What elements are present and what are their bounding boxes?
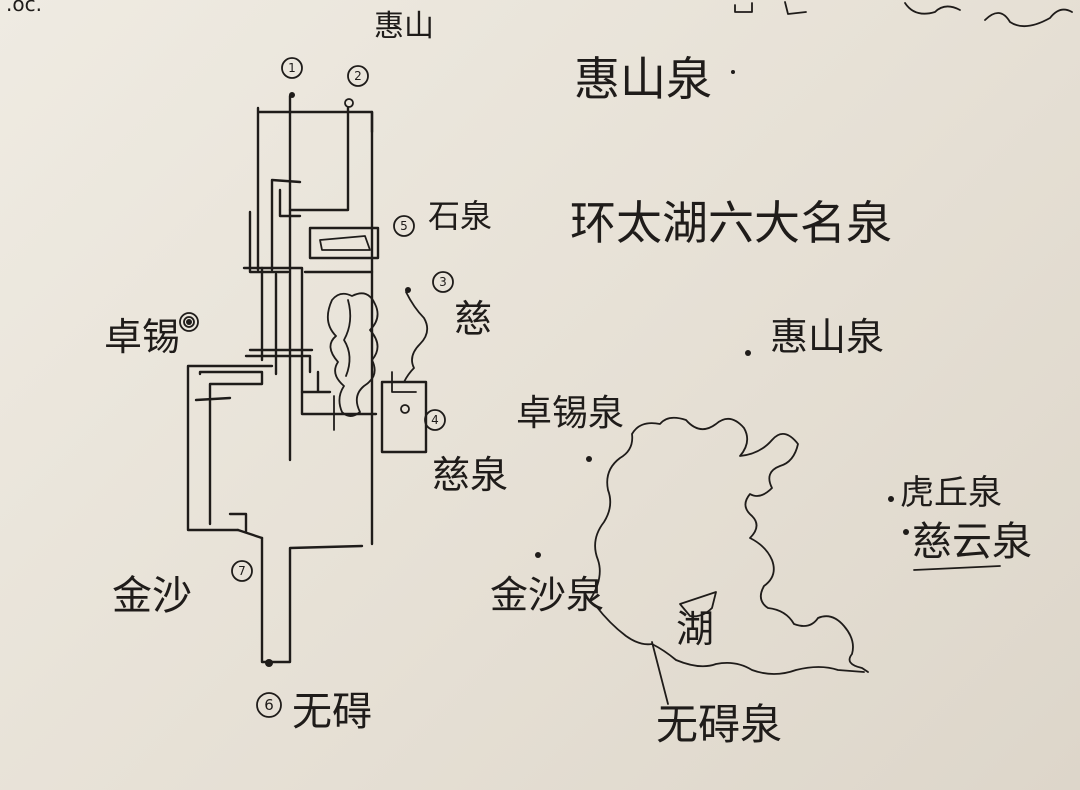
label-huishan: 惠山 <box>374 9 434 44</box>
page-title: 惠山泉 <box>574 52 712 106</box>
marker-1-circle <box>281 57 303 79</box>
marker-5-circle <box>393 215 415 237</box>
spring-label-huqiu: 虎丘泉 <box>900 473 1002 513</box>
marker-6-label: 6 <box>264 696 274 714</box>
label-jinsha: 金沙 <box>112 573 192 619</box>
marker-1-label: 1 <box>288 61 296 75</box>
left-markers <box>179 57 454 718</box>
marker-3-label: 3 <box>439 275 447 289</box>
marker-6-circle <box>256 692 282 718</box>
top-edge-scribbles <box>734 1 1073 28</box>
label-shiquan: 石泉 <box>428 197 493 235</box>
spring-label-ciyun: 慈云泉 <box>912 519 1032 565</box>
marker-7-circle <box>231 560 253 582</box>
marker-3-circle <box>432 271 454 293</box>
marker-2-label: 2 <box>354 69 362 83</box>
marker-5-label: 5 <box>400 219 408 233</box>
page-subtitle: 环太湖六大名泉 <box>570 196 892 250</box>
label-hui: 慈 <box>454 297 493 341</box>
corner-text: .oc. <box>6 0 42 16</box>
taihu-lake-outline <box>535 70 1001 705</box>
label-zhuoxi: 卓锡 <box>104 315 181 359</box>
spring-label-wuai: 无碍泉 <box>656 700 783 749</box>
spring-label-jinsha: 金沙泉 <box>490 573 605 617</box>
label-huiquan: 慈泉 <box>432 453 509 497</box>
spring-label-zhuoxi: 卓锡泉 <box>516 393 625 434</box>
marker-7-label: 7 <box>238 564 246 578</box>
lake-center-mark: 湖 <box>676 607 715 651</box>
spring-label-huishan: 惠山泉 <box>770 315 885 359</box>
marker-2-circle <box>347 65 369 87</box>
left-route-sketch <box>186 94 429 664</box>
marker-4-circle <box>424 409 446 431</box>
marker-4-label: 4 <box>431 413 439 427</box>
label-wuai: 无碍 <box>292 689 372 735</box>
